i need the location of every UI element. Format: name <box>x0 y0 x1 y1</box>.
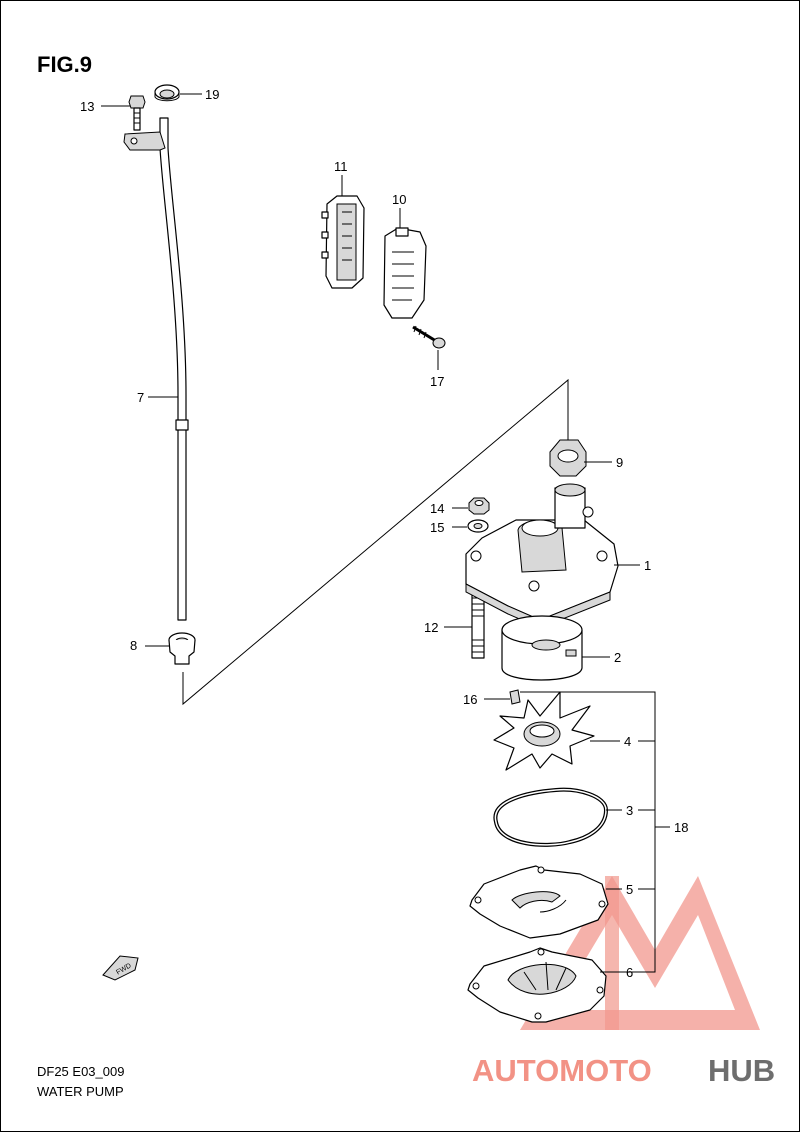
seal-9 <box>549 439 587 477</box>
watermark-text-b: HUB <box>708 1053 775 1088</box>
callout-4: 4 <box>624 734 631 749</box>
tube-seal-11 <box>321 195 365 289</box>
impeller <box>493 691 595 771</box>
pump-liner <box>501 615 583 681</box>
callout-18: 18 <box>674 820 688 835</box>
tube-bracket <box>123 131 166 151</box>
callout-7: 7 <box>137 390 144 405</box>
callout-15: 15 <box>430 520 444 535</box>
watermark-text-a: AUTOMOTO <box>472 1053 652 1088</box>
callout-19: 19 <box>205 87 219 102</box>
callout-14: 14 <box>430 501 444 516</box>
tube-seal-10 <box>383 227 427 319</box>
leader-lines <box>101 93 640 973</box>
grommet-8 <box>168 632 196 665</box>
callout-3: 3 <box>626 803 633 818</box>
assembly-guide-line <box>182 378 569 706</box>
callout-13: 13 <box>80 99 94 114</box>
callout-6: 6 <box>626 965 633 980</box>
callout-9: 9 <box>616 455 623 470</box>
callout-1: 1 <box>644 558 651 573</box>
caption-section: WATER PUMP <box>37 1084 124 1099</box>
bolt-13 <box>128 95 146 131</box>
grommet-19 <box>154 84 180 102</box>
pump-case <box>465 483 619 629</box>
watermark-logo <box>520 876 760 1030</box>
callout-2: 2 <box>614 650 621 665</box>
callout-12: 12 <box>424 620 438 635</box>
fwd-direction-arrow: FWD <box>102 955 139 981</box>
gasket-5 <box>469 865 609 939</box>
washer-15 <box>467 519 489 533</box>
plate-6 <box>467 947 607 1023</box>
callout-16: 16 <box>463 692 477 707</box>
callout-17: 17 <box>430 374 444 389</box>
figure-title: FIG.9 <box>37 52 92 77</box>
callout-10: 10 <box>392 192 406 207</box>
caption-model: DF25 E03_009 <box>37 1064 124 1079</box>
stud-12 <box>471 591 485 659</box>
kit-bracket <box>520 691 656 973</box>
callout-11: 11 <box>334 159 348 174</box>
nut-14 <box>468 497 490 515</box>
water-tube <box>159 117 189 621</box>
callout-5: 5 <box>626 882 633 897</box>
callout-8: 8 <box>130 638 137 653</box>
gasket-3 <box>493 787 609 847</box>
screw-17 <box>412 325 446 349</box>
key-16 <box>509 689 521 705</box>
